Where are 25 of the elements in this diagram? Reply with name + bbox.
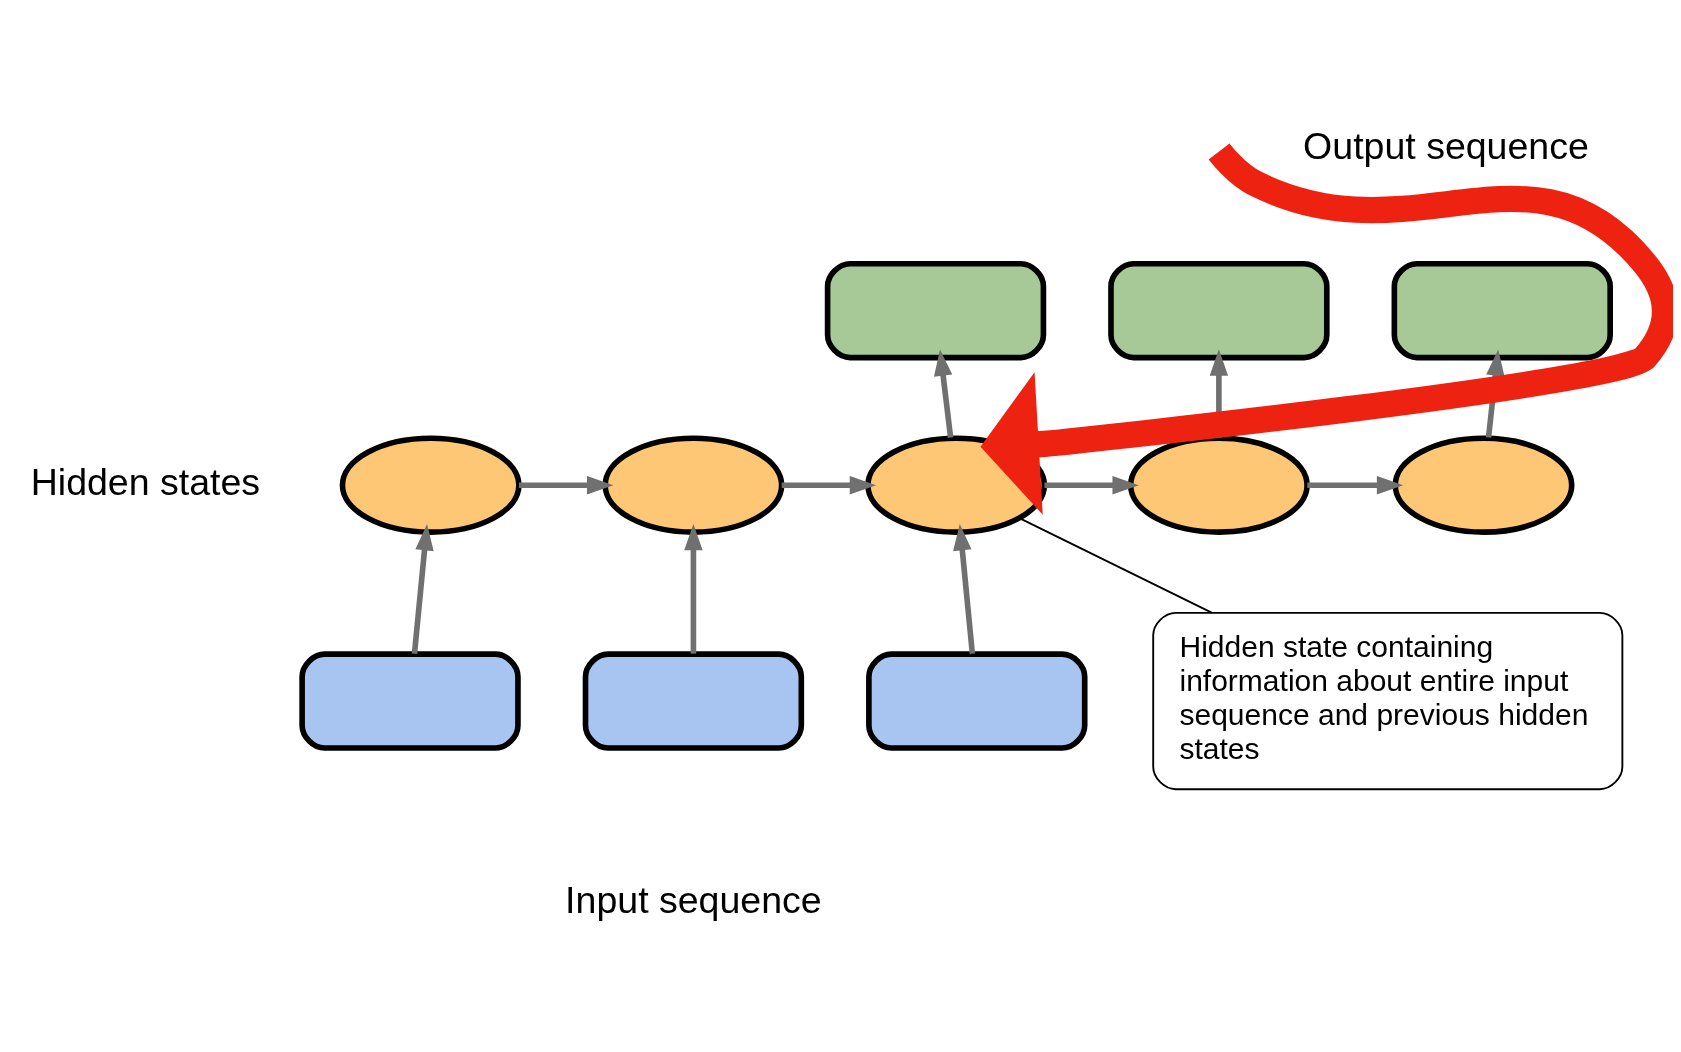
arrow: [1044, 475, 1139, 494]
node-box: [582, 650, 805, 751]
arrow: [980, 142, 1673, 515]
label: Hidden states: [30, 460, 261, 503]
arrow: [684, 523, 703, 654]
node-ellipse: [1392, 435, 1575, 535]
node-box: [1108, 260, 1330, 360]
arrow: [781, 475, 877, 494]
node-ellipse: [865, 435, 1048, 535]
connector: [1018, 516, 1213, 614]
node-box: [866, 650, 1088, 751]
node-box: Hidden state containing information about entire input sequence and previous hidden states: [1152, 611, 1624, 790]
label: Input sequence: [565, 878, 822, 921]
arrow: [1307, 475, 1404, 494]
arrow: [953, 523, 976, 654]
label: Output sequence: [1303, 124, 1589, 167]
node-ellipse: [602, 435, 785, 535]
node-box: [824, 260, 1047, 360]
arrow: [411, 523, 434, 654]
node-box: [1391, 260, 1613, 360]
node-box: [299, 650, 521, 751]
arrow: [933, 348, 954, 438]
node-ellipse: [1127, 435, 1310, 535]
arrow: [518, 475, 614, 494]
node-ellipse: [339, 435, 522, 535]
